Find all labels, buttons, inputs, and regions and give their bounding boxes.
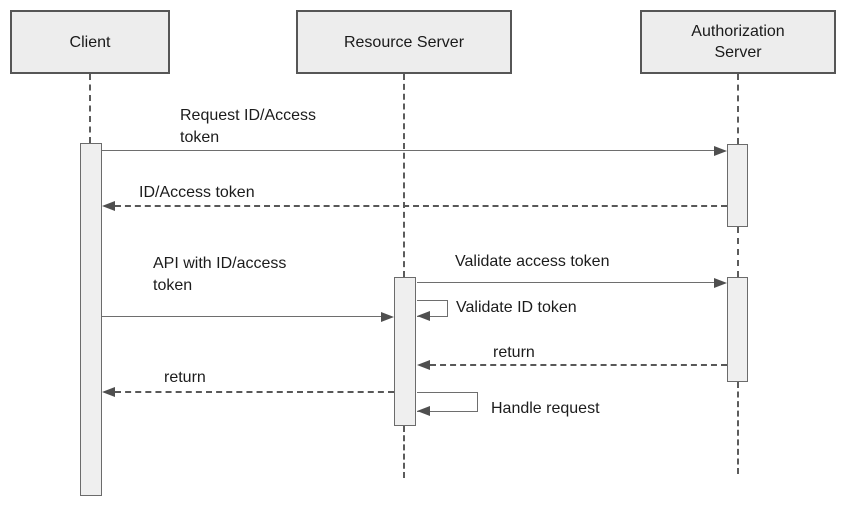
message-label: return [164,369,206,386]
arrowhead-left-icon [417,406,430,416]
message-line [115,391,394,393]
message-line [430,364,727,366]
self-loop [417,392,478,412]
arrowhead-right-icon [714,146,727,156]
message-line [102,150,715,151]
message-label: Validate ID token [456,299,577,316]
activation-bar-resource-server [394,277,416,426]
arrowhead-left-icon [102,387,115,397]
arrowhead-left-icon [102,201,115,211]
message-line [115,205,727,207]
message-label: Request ID/Access token [180,107,317,146]
lifeline-client [89,74,91,143]
actor-box-client: Client [10,10,170,74]
message-label: API with ID/access token [153,255,287,294]
message-label: ID/Access token [139,184,255,201]
activation-bar-client [80,143,102,496]
self-loop [417,300,448,317]
actor-label-client: Client [69,33,111,51]
arrowhead-left-icon [417,311,430,321]
arrowhead-right-icon [381,312,394,322]
lifeline-authorization-server-top [737,74,739,144]
lifeline-authorization-server-bottom [737,382,739,474]
lifeline-resource-server-bottom [403,426,405,478]
activation-bar-authorization-server-2 [727,277,748,382]
arrowhead-left-icon [417,360,430,370]
lifeline-authorization-server-mid [737,227,739,277]
message-label: return [493,344,535,361]
lifeline-resource-server-top [403,74,405,277]
actor-box-authorization-server: Authorization Server [640,10,836,74]
message-line [102,316,382,317]
activation-bar-authorization-server-1 [727,144,748,227]
actor-box-resource-server: Resource Server [296,10,512,74]
message-line [417,282,714,283]
actor-label-authorization-server: Authorization Server [691,23,785,61]
actor-label-resource-server: Resource Server [343,33,465,51]
message-label: Validate access token [455,253,610,270]
message-label: Handle request [491,400,600,417]
arrowhead-right-icon [714,278,727,288]
